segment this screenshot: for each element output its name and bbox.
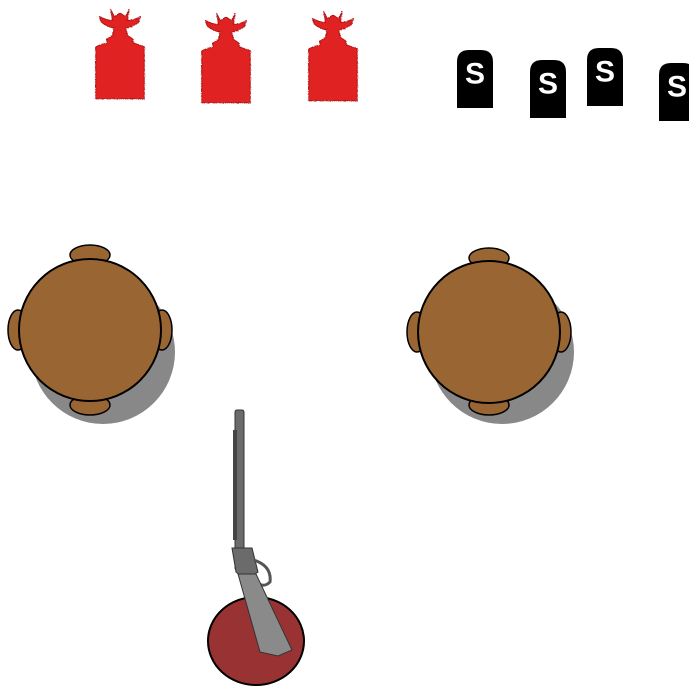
rifle-magazine (233, 430, 237, 540)
round-table-icon (19, 259, 161, 401)
plate-letter: S (538, 68, 558, 101)
cowboy-target-1 (96, 9, 145, 99)
steel-plate-3: S (587, 48, 623, 106)
round-table-icon (418, 261, 560, 403)
steel-plate-2: S (530, 60, 566, 118)
steel-plate-4: S (659, 63, 689, 121)
plate-letter: S (465, 58, 485, 91)
cowboy-target-3 (309, 11, 358, 101)
cowboy-target-2 (202, 13, 251, 103)
table-left (8, 245, 175, 424)
plate-letter: S (667, 71, 687, 104)
table-right (407, 248, 574, 424)
plate-letter: S (595, 56, 615, 89)
steel-plate-1: S (457, 50, 493, 108)
cowboy-targets (96, 9, 358, 103)
